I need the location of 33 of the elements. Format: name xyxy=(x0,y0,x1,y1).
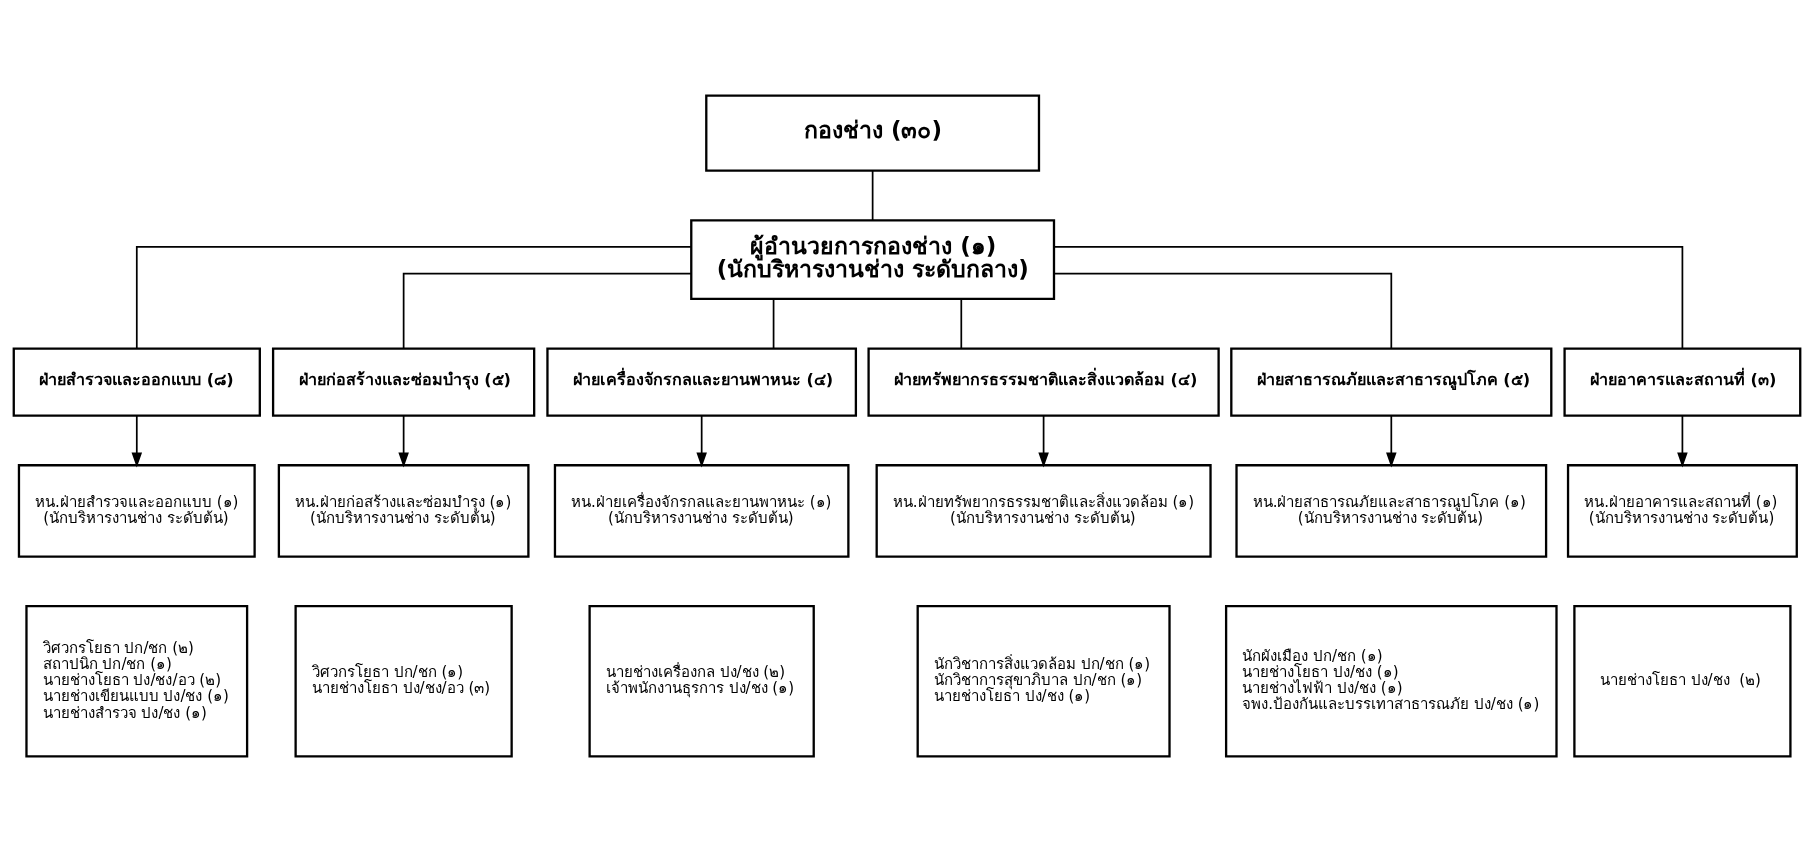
node-box: ฝ่ายทรัพยากรธรรมชาติและสิ่งแวดล้อม (๔) xyxy=(866,346,1220,417)
node-box: นายช่างโยธา ปง/ชง (๒) xyxy=(1572,604,1792,758)
node-box: หน.ฝ่ายอาคารและสถานที่ (๑) (นักบริหารงานช่าง ระดับต้น) xyxy=(1566,463,1798,558)
node-box: นายช่างเครื่องกล ปง/ชง (๒) เจ้าพนักงานธุรการ ปง/ชง (๑) xyxy=(587,604,815,758)
node-box: หน.ฝ่ายก่อสร้างและซ่อมบำรุง (๑) (นักบริหารงานช่าง ระดับต้น) xyxy=(277,463,530,558)
node-box: นักผังเมือง ปก/ชก (๑) นายช่างโยธา ปง/ชง (๑) นายช่างไฟฟ้า ปง/ชง (๑) จพง.ป้องกันและบรรเทาสาธารณภัย ปง/ชง (๑) xyxy=(1224,604,1558,758)
connector xyxy=(1053,245,1683,349)
node-box: ฝ่ายสำรวจและออกแบบ (๘) xyxy=(12,346,261,417)
node-box: ผู้อำนวยการกองช่าง (๑) (นักบริหารงานช่าง ระดับกลาง) xyxy=(689,218,1055,300)
connector xyxy=(871,169,873,221)
node-box: ฝ่ายเครื่องจักรกลและยานพาหนะ (๔) xyxy=(545,346,857,417)
connector xyxy=(772,297,774,349)
arrow xyxy=(131,414,142,468)
arrow xyxy=(1037,414,1049,468)
node-box: วิศวกรโยธา ปก/ชก (๒) สถาปนิก ปก/ชก (๑) นายช่างโยธา ปง/ชง/อว (๒) นายช่างเขียนแบบ ปง/ชง (๑) นายช่างสำรวจ ปง/ชง (๑) xyxy=(24,604,248,758)
node-box: กองช่าง (๓๐) xyxy=(704,93,1040,172)
node-box: หน.ฝ่ายเครื่องจักรกลและยานพาหนะ (๑) (นักบริหารงานช่าง ระดับต้น) xyxy=(553,463,850,558)
arrow xyxy=(1676,414,1688,468)
node-box: นักวิชาการสิ่งแวดล้อม ปก/ชก (๑) นักวิชาการสุขาภิบาล ปก/ชก (๑) นายช่างโยธา ปง/ชง (๑) xyxy=(916,604,1171,758)
connector xyxy=(1052,272,1392,349)
node-box: หน.ฝ่ายสาธารณภัยและสาธารณูปโภค (๑) (นักบริหารงานช่าง ระดับต้น) xyxy=(1234,463,1547,558)
node-box: ฝ่ายสาธารณภัยและสาธารณูปโภค (๕) xyxy=(1229,346,1552,417)
node-box: วิศวกรโยธา ปก/ชก (๑) นายช่างโยธา ปง/ชง/อว (๓) xyxy=(293,604,513,758)
arrow xyxy=(397,414,409,468)
connector xyxy=(402,272,692,349)
arrow xyxy=(1385,414,1397,468)
node-box: ฝ่ายอาคารและสถานที่ (๓) xyxy=(1562,346,1801,417)
node-box: หน.ฝ่ายสำรวจและออกแบบ (๑) (นักบริหารงานช่าง ระดับต้น) xyxy=(17,463,256,558)
connector xyxy=(135,245,692,349)
node-box: หน.ฝ่ายทรัพยากรธรรมชาติและสิ่งแวดล้อม (๑) (นักบริหารงานช่าง ระดับต้น) xyxy=(875,463,1212,558)
connector xyxy=(959,297,962,349)
arrow xyxy=(695,414,707,468)
node-box: ฝ่ายก่อสร้างและซ่อมบำรุง (๕) xyxy=(271,346,535,417)
